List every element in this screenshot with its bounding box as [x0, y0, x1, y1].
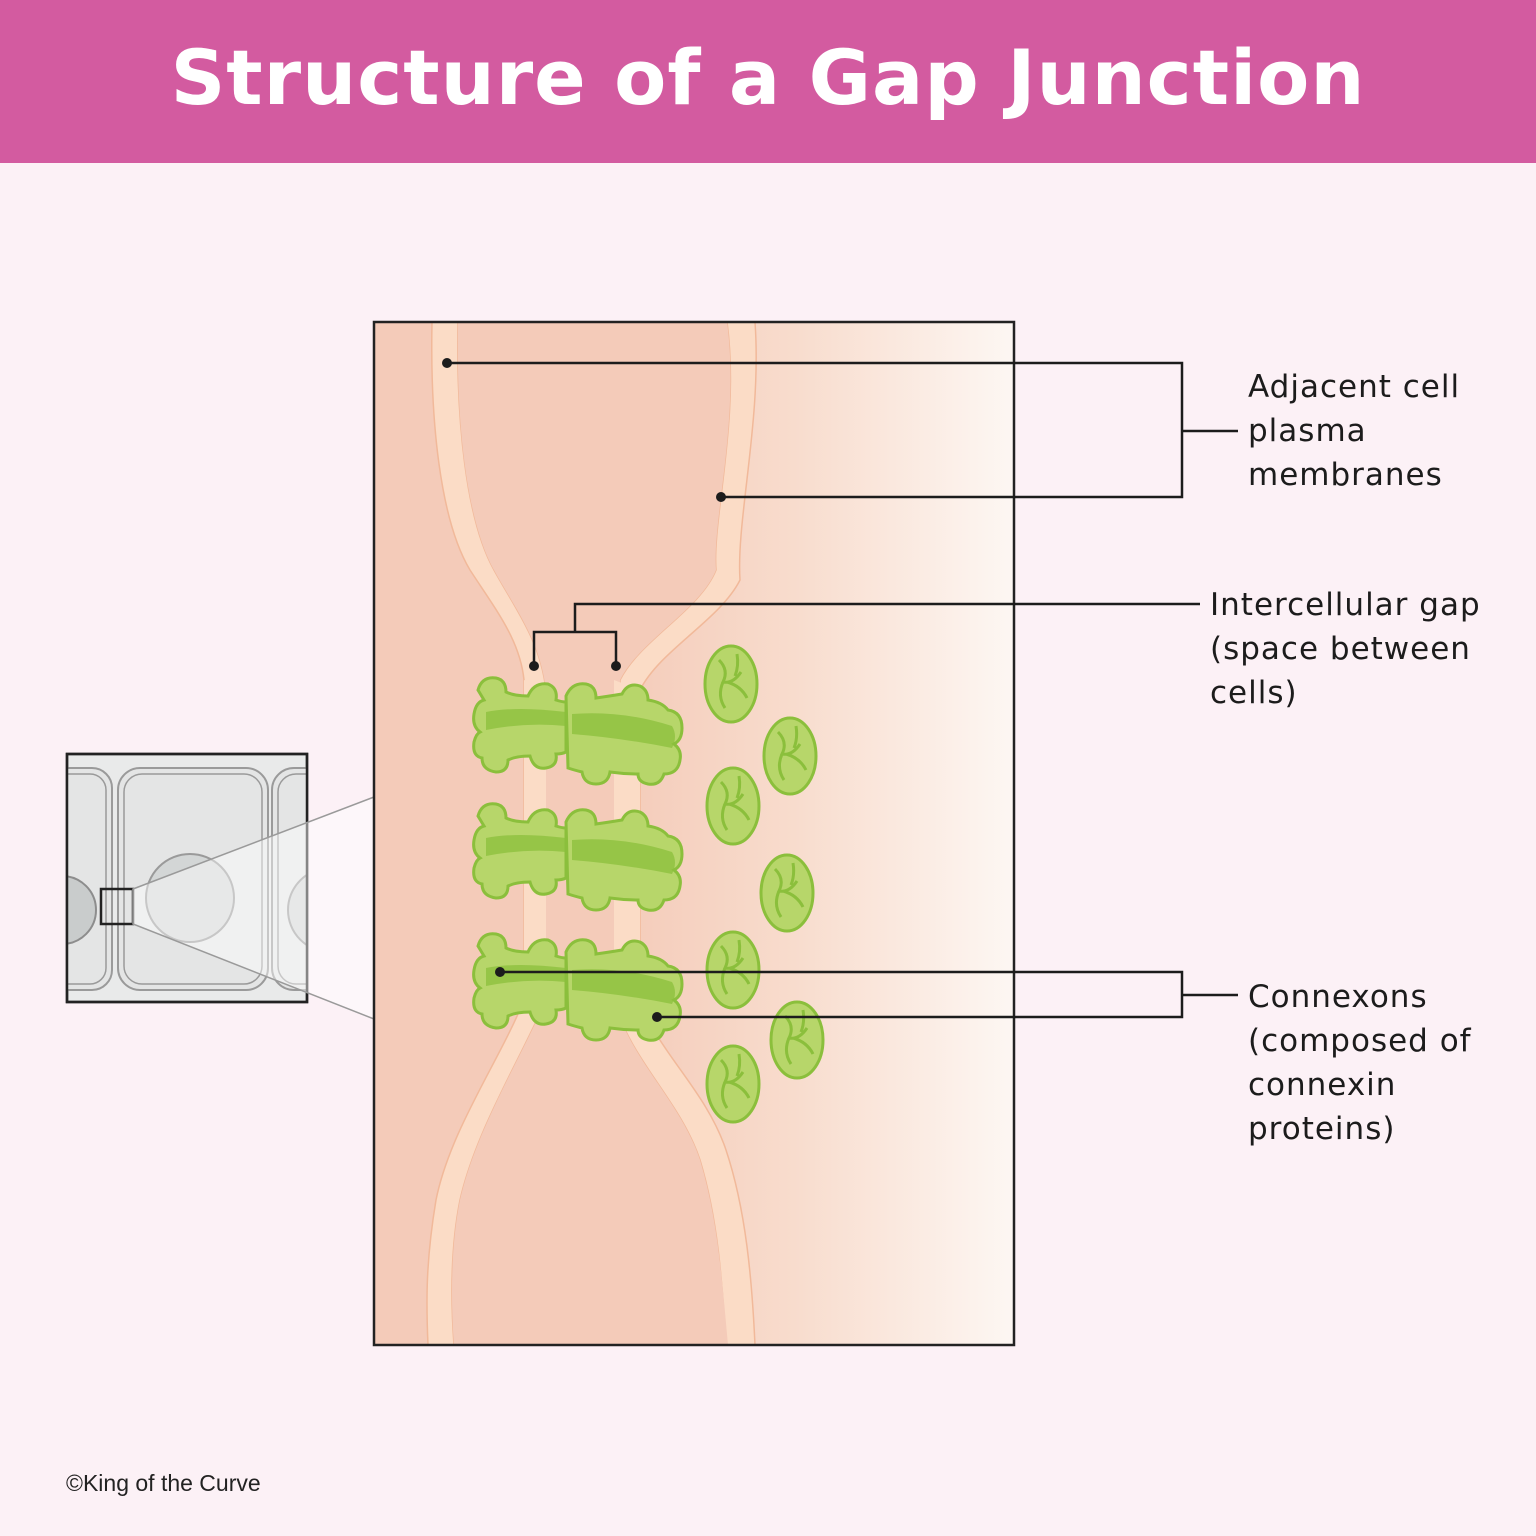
label-gap-line-1: Intercellular gap: [1210, 587, 1481, 623]
label-membranes-line-3: membranes: [1248, 457, 1443, 493]
connexon-top-6: [769, 1000, 825, 1080]
connexon-top-5: [705, 930, 761, 1010]
connexon-top-7: [705, 1044, 761, 1124]
label-connexons: Connexons (composed of connexin proteins…: [1248, 975, 1472, 1151]
label-membranes-line-1: Adjacent cell: [1248, 369, 1461, 405]
label-gap-line-3: cells): [1210, 675, 1298, 711]
zoom-box: [374, 322, 1014, 1345]
label-gap: Intercellular gap (space between cells): [1210, 583, 1481, 715]
copyright-notice: ©King of the Curve: [66, 1470, 261, 1496]
label-connexons-line-2: (composed of: [1248, 1023, 1472, 1059]
connexon-top-1: [703, 644, 759, 724]
label-gap-line-2: (space between: [1210, 631, 1471, 667]
connexon-top-3: [705, 766, 761, 846]
connexon-top-4: [759, 853, 815, 933]
label-connexons-line-3: connexin: [1248, 1067, 1397, 1103]
page-title: Structure of a Gap Junction: [170, 33, 1366, 122]
title-bar: Structure of a Gap Junction: [0, 0, 1536, 163]
label-connexons-line-4: proteins): [1248, 1111, 1396, 1147]
label-membranes: Adjacent cell plasma membranes: [1248, 365, 1460, 497]
label-membranes-line-2: plasma: [1248, 413, 1367, 449]
label-connexons-line-1: Connexons: [1248, 979, 1428, 1015]
gap-leader-line: [573, 602, 1200, 632]
connexon-top-2: [762, 716, 818, 796]
inset-thumbnail: [65, 752, 309, 1004]
